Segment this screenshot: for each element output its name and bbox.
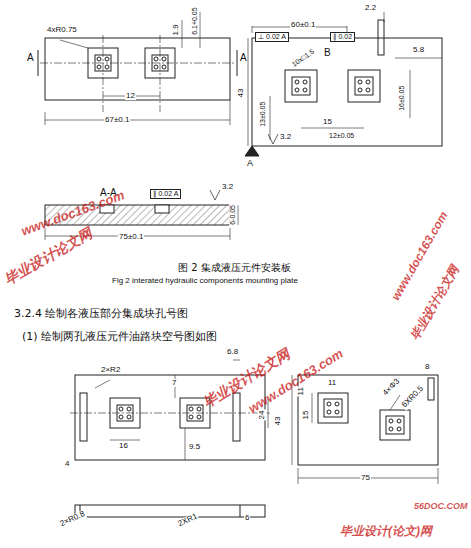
dimension-label: A <box>240 52 247 63</box>
dimension-label: 8 <box>424 363 430 372</box>
dimension-label: 13±0.05 <box>259 101 267 128</box>
dimension-label: 43 <box>274 415 283 426</box>
watermark: 毕业设计论文网 <box>2 226 95 288</box>
dimension-label: A <box>247 159 253 169</box>
dimension-label: 15 <box>302 409 311 420</box>
watermark: 毕业设计(论文)网 <box>340 525 432 538</box>
watermark: 毕业设计论文网 <box>201 347 292 412</box>
dimension-label: 4×Φ3 <box>381 376 403 398</box>
dimension-label: 43 <box>237 87 246 98</box>
section-heading: 3.2.4 绘制各液压部分集成块孔号图 <box>14 308 189 320</box>
dimension-label: 6XR0.5 <box>400 384 427 411</box>
dimension-label: 11 <box>327 379 337 388</box>
dimension-label: 6 <box>244 514 250 523</box>
dimension-label: 4xR0.75 <box>46 26 78 35</box>
dimension-label: 2×R2 <box>100 366 121 375</box>
dimension-label: Fig 2 interated hydraulic components mou… <box>112 277 298 286</box>
dimension-label: 75±0.1 <box>118 233 144 242</box>
dimension-label: 4 <box>64 460 70 469</box>
dimension-label: 2×R0.8 <box>58 509 87 529</box>
dimension-label: 2.2 <box>364 4 377 13</box>
dimension-label: ∥ 0.02 A <box>150 189 181 199</box>
dimension-label: 7 <box>171 379 177 388</box>
dimension-label: 2XR1 <box>176 512 200 529</box>
dimension-label: 16±0.05 <box>398 85 406 112</box>
dimension-label: 1.9 <box>172 23 181 36</box>
watermark: 56DOC.COM <box>414 502 468 512</box>
dimension-label: 3.2 <box>280 133 291 142</box>
dimension-label: 3.2 <box>222 183 233 192</box>
dimension-label: 67±0.1 <box>104 116 130 125</box>
dimension-label: 10x□1.5 <box>290 47 317 69</box>
dimension-label: 12 <box>125 92 136 101</box>
dimension-label: 15 <box>322 118 333 127</box>
dimension-label: 6-0.05 <box>229 204 237 226</box>
figure-caption: 图 2 集成液压元件安装板 <box>178 262 291 273</box>
dimension-label: 6.1+0.05 <box>191 7 199 36</box>
dimension-label: 9.5 <box>188 443 201 452</box>
dimension-label: 5.8 <box>412 46 425 55</box>
dimension-label: A <box>27 52 34 63</box>
dimension-label: ∥ 0.02 <box>330 32 355 42</box>
dimension-label: 6.8 <box>226 348 239 357</box>
dimension-label: 75 <box>360 474 371 483</box>
dimension-label: ⊥ 0.02 A <box>255 32 289 42</box>
dimension-label: 16 <box>118 442 129 451</box>
dimension-label: 60±0.1 <box>290 21 316 30</box>
watermark: www.doc163.com <box>20 188 127 239</box>
dimension-label: 12±0.05 <box>328 132 355 140</box>
section-heading: (1) 绘制两孔液压元件油路块空号图如图 <box>22 331 217 343</box>
dimension-label: B <box>324 47 331 58</box>
